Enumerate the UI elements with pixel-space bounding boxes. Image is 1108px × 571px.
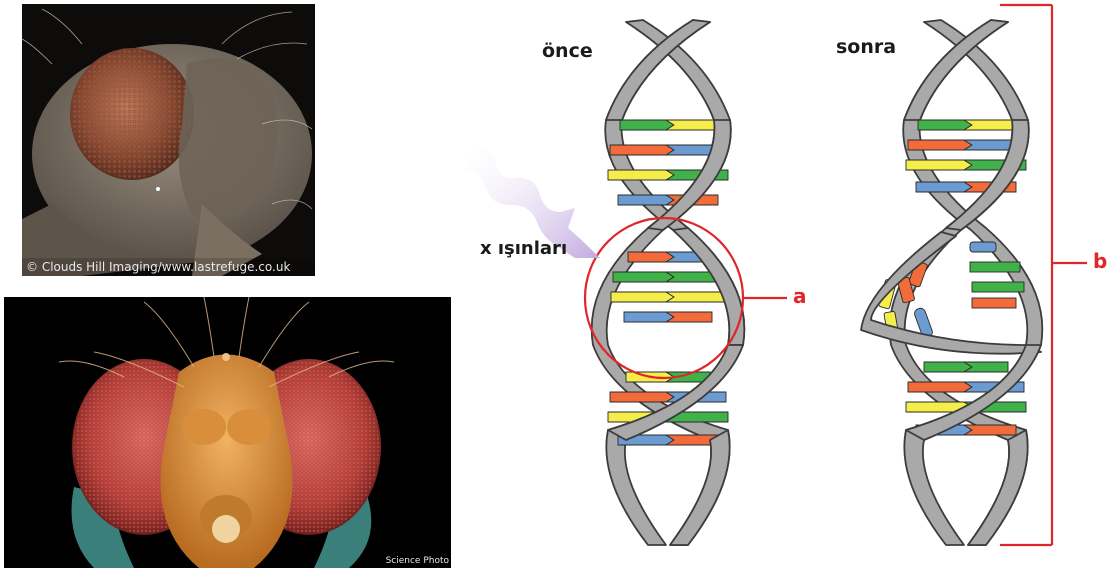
before-pair-2-left — [610, 145, 674, 155]
before-strand-cross-2 — [673, 228, 744, 345]
after-pair-1-left — [918, 120, 972, 130]
after-fragment-blue — [970, 242, 996, 252]
before-pair-6-left — [613, 272, 674, 282]
after-pair-1-right — [964, 120, 1014, 130]
after-label: sonra — [836, 36, 896, 58]
before-pair-7-right — [666, 292, 725, 302]
marker-b-label: b — [1093, 249, 1107, 273]
after-pair-6-left — [908, 382, 972, 392]
after-pair-5-left — [924, 362, 972, 372]
after-pair-2-left — [908, 140, 972, 150]
marker-a-label: a — [793, 284, 807, 308]
after-strand-bottom — [968, 430, 1028, 545]
before-pair-10-left — [610, 392, 674, 402]
before-pair-7-left — [611, 292, 674, 302]
before-pair-1-right — [666, 120, 716, 130]
before-pair-3-left — [608, 170, 674, 180]
before-pair-8-left — [624, 312, 674, 322]
after-strand-broken-loop — [861, 232, 1041, 354]
before-pair-4-left — [618, 195, 674, 205]
after-fragment-orange — [972, 298, 1016, 308]
before-pair-1-left — [620, 120, 674, 130]
before-strand-bottom — [670, 430, 730, 545]
after-pair-4-left — [916, 182, 972, 192]
after-pair-3-left — [906, 160, 972, 170]
after-pair-8-right — [964, 425, 1016, 435]
after-fragment-green-2 — [972, 282, 1024, 292]
xray-label: x ışınları — [480, 238, 567, 259]
before-label: önce — [542, 40, 593, 62]
after-fragment-green-1 — [970, 262, 1020, 272]
before-pair-5-left — [628, 252, 674, 262]
